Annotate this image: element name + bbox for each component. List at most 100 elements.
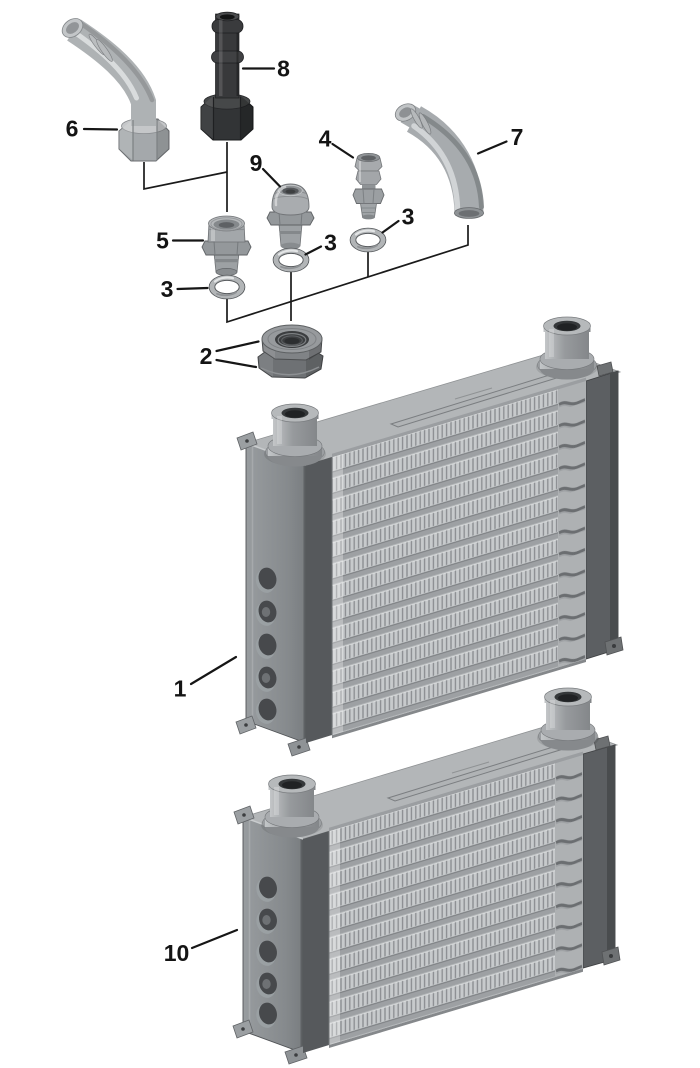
part9-dome-thread1 <box>273 195 308 200</box>
part5-flange-edge2 <box>236 240 239 256</box>
cooler1-left-plate <box>245 442 307 744</box>
part9-stub-ring <box>279 231 301 234</box>
nut2-lower-bottom-edge <box>260 366 320 376</box>
callout-leader-3-left <box>176 286 209 291</box>
part-2-lock-nuts <box>257 324 324 379</box>
o-ring-right <box>350 228 386 252</box>
callout-label-10: 10 <box>164 940 190 966</box>
part-6-elbow-fitting <box>61 18 170 162</box>
part5-cup-bore <box>218 222 235 228</box>
cooler10-right-port <box>540 687 596 751</box>
cooler1-tab-top-right <box>596 361 614 377</box>
callout-label-7: 7 <box>511 124 524 150</box>
cooler10-tab-top-right <box>593 735 611 751</box>
callout-label-4: 4 <box>319 126 332 152</box>
part5-stub-ring <box>214 259 239 263</box>
callout-label-8: 8 <box>277 56 290 82</box>
part-7-curved-elbow <box>394 103 484 219</box>
callout-leader-6 <box>82 127 119 131</box>
part9-stub-end <box>280 242 301 250</box>
part-8-straight-fitting <box>200 11 254 141</box>
part7-highlight <box>411 123 461 212</box>
callout-leader-10 <box>190 928 239 950</box>
axis-line-oring-left-to-elbow7 <box>226 225 469 324</box>
callout-leader-4 <box>331 142 355 159</box>
callout-label-2: 2 <box>200 343 213 369</box>
cooler10-left-port <box>264 774 320 838</box>
callout-label-9: 9 <box>250 150 263 176</box>
part6-tube-shadow <box>77 20 155 103</box>
callout-label-1: 1 <box>174 676 187 702</box>
callout-leader-1 <box>189 655 238 686</box>
callout-labels: 1 2 3 3 3 4 5 6 7 8 9 10 <box>66 56 524 967</box>
part7-bottom-bore <box>458 210 480 217</box>
part8-shaft-highlight <box>219 20 223 96</box>
cooler10-tab-hole-tl <box>242 813 246 817</box>
part7-barb-ridge-2 <box>418 112 432 135</box>
part6-tip-bore <box>66 22 79 34</box>
callout-label-6: 6 <box>66 116 79 142</box>
part8-tip-bore <box>219 14 235 20</box>
part7-barb-ridge-1 <box>410 108 423 129</box>
cooler1-tab-hole-tl <box>245 439 249 443</box>
cooler10-side-holes <box>256 876 277 1028</box>
part7-tip-bore <box>399 107 412 118</box>
nut2-bore <box>284 337 300 345</box>
callout-label-5: 5 <box>156 228 169 254</box>
part-5-adapter <box>201 215 252 276</box>
callout-leader-7 <box>476 140 508 155</box>
part4-neck <box>362 184 376 189</box>
callout-leader-2b <box>215 358 258 369</box>
callout-label-3-left: 3 <box>161 276 174 302</box>
part4-top-bore <box>361 155 376 161</box>
cooler1-right-plate-edge <box>610 371 618 651</box>
oil-cooler-upper <box>235 316 624 757</box>
cooler10-tab-hole-bl <box>241 1027 245 1031</box>
part8-barb-ridge <box>211 50 244 64</box>
part6-barb-ridge-2 <box>96 39 113 62</box>
part6-tube-highlight <box>74 31 139 101</box>
cooler1-side-holes <box>255 567 277 724</box>
cooler1-tab-hole-br <box>612 644 616 648</box>
part9-dome-highlight <box>274 185 287 207</box>
callout-leaders <box>82 67 508 950</box>
callout-leader-3-middle <box>304 245 323 256</box>
assembly-lines <box>143 142 469 324</box>
axis-line-fitting6 <box>143 162 228 191</box>
o-ring-middle <box>273 248 309 272</box>
callout-label-3-middle: 3 <box>324 230 337 256</box>
nut2-thread1 <box>277 333 307 348</box>
callout-leader-3-right <box>381 219 400 234</box>
part4-hex-edge1 <box>362 188 365 204</box>
part4-stub-end <box>361 214 376 220</box>
cooler1-core <box>331 377 586 739</box>
part5-flange-edge1 <box>213 240 216 256</box>
oil-cooler-lower <box>232 687 621 1065</box>
part5-stub-end <box>215 268 238 276</box>
cooler10-tab-hole-br <box>609 954 613 958</box>
o-ring-left <box>209 275 245 299</box>
callout-label-3-right: 3 <box>402 204 415 230</box>
cooler10-emboss-line <box>451 761 490 774</box>
part4-hex-edge2 <box>372 188 375 204</box>
part8-nut-facet-light <box>201 96 213 139</box>
cooler1-emboss-line <box>454 387 493 400</box>
part6-nut-facet-light <box>119 119 133 160</box>
part6-nut-facet-dark <box>157 119 169 160</box>
part4-barb-2 <box>355 170 382 185</box>
cooler1-left-port <box>267 403 323 467</box>
callout-leader-2a <box>215 340 260 353</box>
cooler10-tab-hole-bm <box>294 1053 298 1057</box>
part9-top-bore-deep <box>285 189 296 194</box>
part5-barrel-highlight <box>211 224 215 241</box>
nut2-top-chamfer <box>267 328 317 350</box>
part4-hex <box>352 188 385 204</box>
cooler1-core-left-side <box>306 457 332 743</box>
cooler10-right-plate-edge <box>607 745 615 961</box>
part8-bulge <box>211 19 244 34</box>
callout-leader-9 <box>261 167 282 188</box>
part-9-adapter <box>266 183 315 250</box>
cooler1-tab-hole-bm <box>297 745 301 749</box>
